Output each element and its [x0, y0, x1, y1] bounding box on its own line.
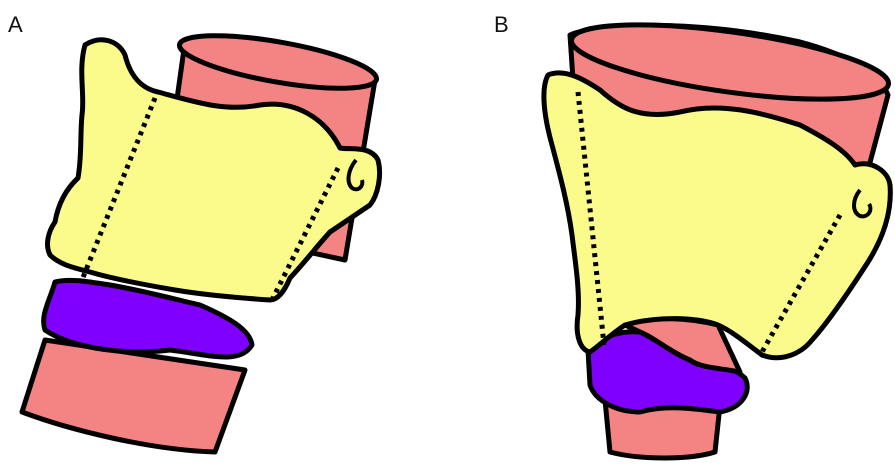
- panel-b-illustration: [544, 10, 893, 458]
- panel-a-illustration: [22, 25, 380, 452]
